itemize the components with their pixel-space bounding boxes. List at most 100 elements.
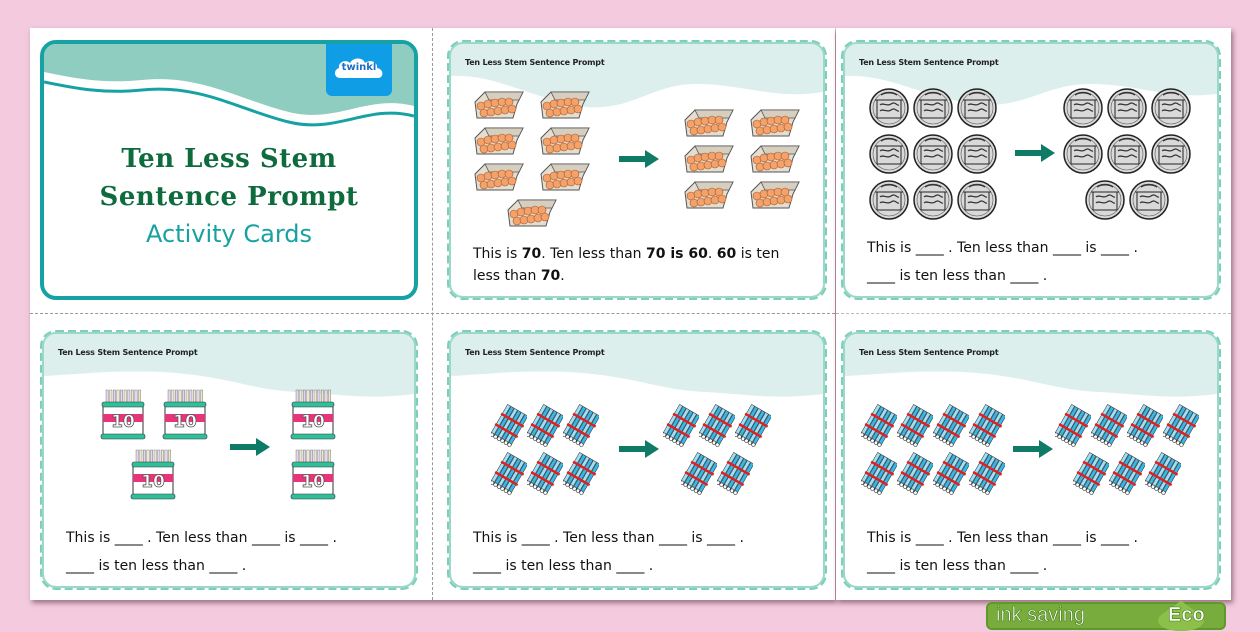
logo-text: twinkl	[341, 62, 377, 73]
card-wave-decoration	[845, 334, 1217, 397]
egg-carton-icon	[474, 163, 524, 191]
ten-pence-coin-icon	[869, 180, 909, 220]
straw-bundle-icon	[1145, 452, 1181, 495]
activity-card-coins: Ten Less Stem Sentence Prompt This is __…	[841, 40, 1221, 300]
ten-pence-coin-icon	[1151, 88, 1191, 128]
straw-bundle-icon	[1163, 404, 1199, 447]
card-wave-decoration	[451, 334, 823, 397]
egg-carton-icon	[540, 127, 590, 155]
cut-line-horizontal	[30, 313, 835, 314]
birthday-cake-10-icon: 10	[290, 449, 336, 500]
leaf-drop-icon	[1158, 600, 1204, 631]
egg-carton-icon	[750, 109, 800, 137]
cover-title-line2: Sentence Prompt	[99, 182, 359, 212]
ten-pence-coin-icon	[913, 180, 953, 220]
straw-bundle-icon	[1091, 404, 1127, 447]
ten-pence-coin-icon	[869, 88, 909, 128]
eco-badge-text: ink saving	[996, 604, 1086, 627]
eco-badge-label: Eco	[1168, 604, 1205, 627]
straw-bundle-icon	[563, 452, 599, 495]
cake-label: 10	[301, 472, 325, 492]
ten-pence-coin-icon	[1063, 88, 1103, 128]
ten-pence-coin-icon	[1151, 134, 1191, 174]
sentence-line-2: ____ is ten less than ____ .	[473, 558, 654, 574]
cover-subtitle: Activity Cards	[145, 220, 313, 248]
straw-bundle-icon	[897, 452, 933, 495]
ten-pence-coin-icon	[913, 88, 953, 128]
straw-bundle-icon	[699, 404, 735, 447]
card-wave-decoration	[44, 334, 414, 397]
egg-carton-icon	[684, 181, 734, 209]
egg-carton-icon	[540, 91, 590, 119]
straw-bundle-icon	[717, 452, 753, 495]
arrow-right-icon	[619, 150, 659, 168]
activity-card-eggs: Ten Less Stem Sentence Prompt This is 70…	[447, 40, 827, 300]
cake-label: 10	[173, 412, 197, 432]
straw-bundle-icon	[1109, 452, 1145, 495]
straw-bundle-icon	[563, 404, 599, 447]
straw-bundle-icon	[933, 404, 969, 447]
straw-bundle-icon	[681, 452, 717, 495]
cover-title-line1: Ten Less Stem	[121, 144, 337, 174]
sentence-line-2: ____ is ten less than ____ .	[867, 558, 1048, 574]
ten-pence-coin-icon	[957, 180, 997, 220]
cut-line-horizontal-right	[836, 313, 1231, 314]
activity-card-straws-8: Ten Less Stem Sentence Prompt This is __…	[841, 330, 1221, 590]
egg-carton-icon	[684, 109, 734, 137]
twinkl-logo: twinkl	[326, 44, 392, 96]
arrow-right-icon	[230, 438, 270, 456]
birthday-cake-10-icon: 10	[130, 449, 176, 500]
straw-bundle-icon	[1055, 404, 1091, 447]
ten-pence-coin-icon	[1085, 180, 1125, 220]
straw-bundle-icon	[527, 452, 563, 495]
straw-bundle-icon	[1127, 404, 1163, 447]
ten-pence-coin-icon	[869, 134, 909, 174]
straw-bundle-icon	[861, 452, 897, 495]
birthday-cake-10-icon: 10	[100, 389, 146, 440]
sentence-line-1: This is ____ . Ten less than ____ is ___…	[867, 530, 1138, 546]
arrow-right-icon	[1015, 144, 1055, 162]
ten-pence-coin-icon	[957, 88, 997, 128]
egg-carton-icon	[507, 199, 557, 227]
card-header: Ten Less Stem Sentence Prompt	[58, 348, 198, 357]
arrow-right-icon	[1013, 440, 1053, 458]
straw-bundle-icon	[527, 404, 563, 447]
sentence-line-1: This is ____ . Ten less than ____ is ___…	[66, 530, 337, 546]
card-header: Ten Less Stem Sentence Prompt	[859, 348, 999, 357]
sentence-line-1: This is ____ . Ten less than ____ is ___…	[473, 530, 744, 546]
sentence-line-2: ____ is ten less than ____ .	[867, 268, 1048, 284]
activity-card-cakes: Ten Less Stem Sentence Prompt 10 10 10 10 1…	[40, 330, 418, 590]
sentence-line-2: less than 70.	[473, 268, 565, 284]
cover-card: twinkl Ten Less Stem Sentence Prompt Act…	[40, 40, 418, 300]
cut-line-vertical	[432, 28, 433, 600]
straw-bundle-icon	[897, 404, 933, 447]
ten-pence-coin-icon	[1063, 134, 1103, 174]
straw-bundle-icon	[491, 452, 527, 495]
arrow-right-icon	[619, 440, 659, 458]
sentence-line-1: This is ____ . Ten less than ____ is ___…	[867, 240, 1138, 256]
egg-carton-icon	[540, 163, 590, 191]
egg-carton-icon	[474, 127, 524, 155]
cake-label: 10	[301, 412, 325, 432]
cake-label: 10	[111, 412, 135, 432]
ten-pence-coin-icon	[913, 134, 953, 174]
straw-bundle-icon	[735, 404, 771, 447]
straw-bundle-icon	[1073, 452, 1109, 495]
sentence-line-1: This is 70. Ten less than 70 is 60. 60 i…	[473, 246, 780, 262]
cover-wave-decoration	[44, 44, 414, 127]
straw-bundle-icon	[933, 452, 969, 495]
straw-bundle-icon	[861, 404, 897, 447]
egg-carton-icon	[474, 91, 524, 119]
birthday-cake-10-icon: 10	[290, 389, 336, 440]
sentence-line-2: ____ is ten less than ____ .	[66, 558, 247, 574]
activity-card-straws-6: Ten Less Stem Sentence Prompt This is __…	[447, 330, 827, 590]
egg-carton-icon	[750, 181, 800, 209]
cloud-logo-icon	[334, 58, 383, 78]
card-header: Ten Less Stem Sentence Prompt	[465, 58, 605, 67]
straw-bundle-icon	[969, 404, 1005, 447]
egg-carton-icon	[684, 145, 734, 173]
ten-pence-coin-icon	[1107, 134, 1147, 174]
cake-label: 10	[141, 472, 165, 492]
straw-bundle-icon	[969, 452, 1005, 495]
egg-carton-icon	[750, 145, 800, 173]
